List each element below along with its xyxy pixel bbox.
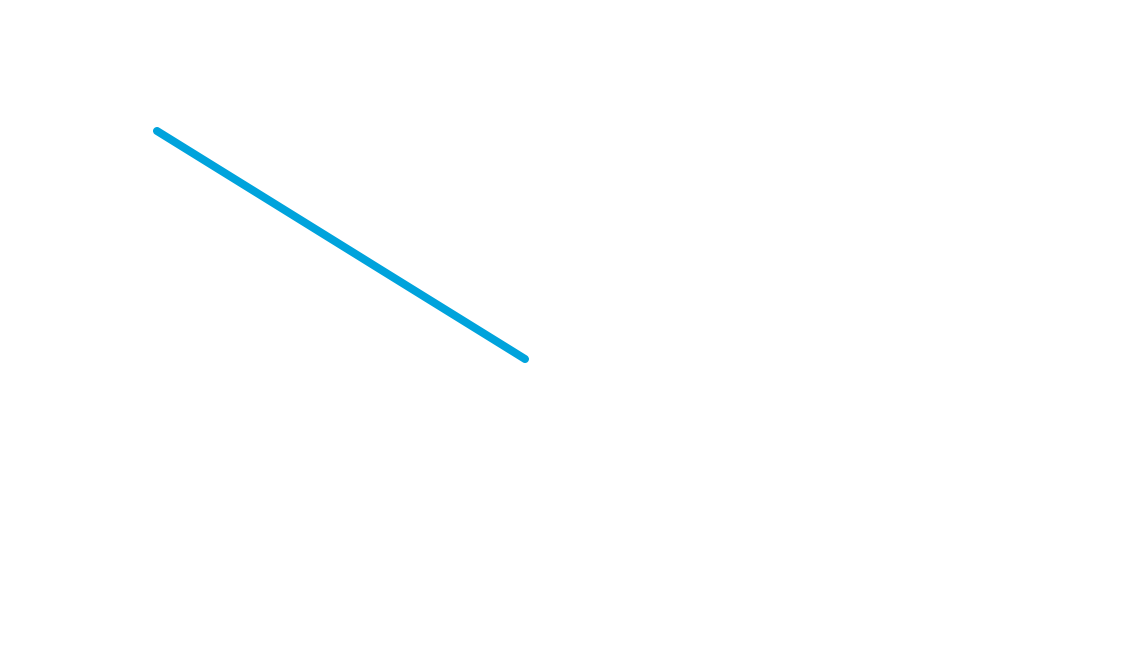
drawn-line-stroke[interactable] bbox=[153, 127, 529, 363]
